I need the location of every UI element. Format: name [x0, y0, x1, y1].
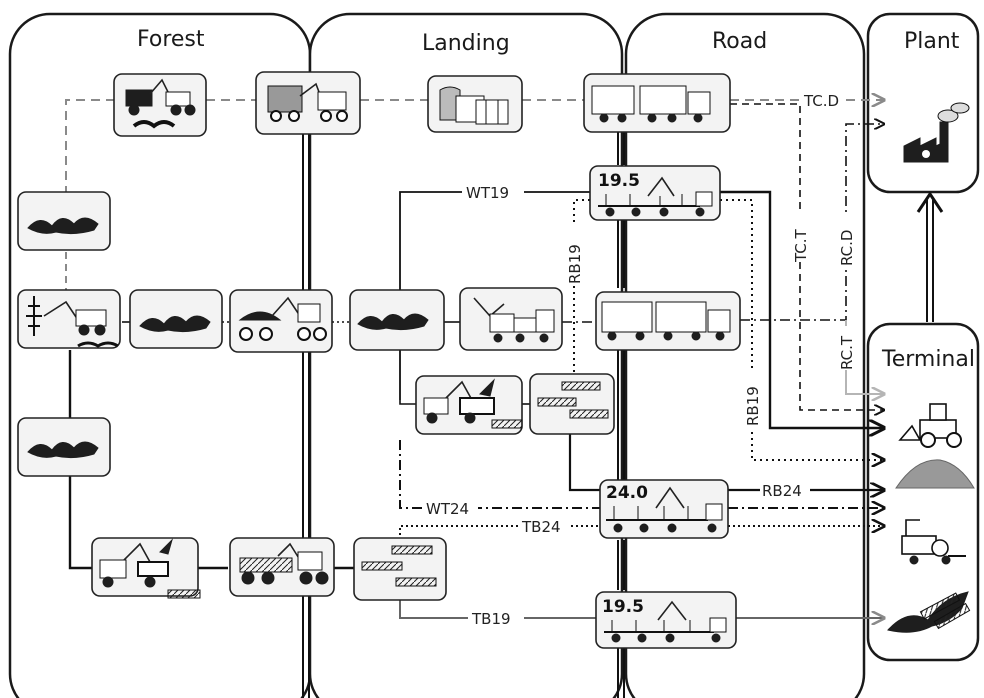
truck-badge-19-5-top: 19.5: [598, 171, 640, 191]
mobile-chipper-icon: [901, 519, 966, 565]
label-rc-d: RC.D: [838, 230, 856, 266]
label-tb24: TB24: [521, 518, 561, 536]
bundle-pile-icon: [361, 545, 437, 587]
wheel-loader-icon: [898, 403, 962, 448]
zone-plant-title: Plant: [904, 29, 960, 54]
forest-residue-pile-box-2: [129, 289, 223, 349]
forest-bundle-forwarder-box: [229, 537, 335, 597]
zone-terminal: Terminal: [866, 322, 980, 662]
chipper-truck-icon: [473, 297, 555, 343]
timber-truck-icon: [604, 600, 727, 643]
forwarder-icon: [239, 542, 329, 585]
forest-forwarder-residue-box: [229, 289, 333, 353]
zone-forest-title: Forest: [137, 27, 205, 52]
forwarder-icon: [267, 82, 348, 122]
truck-badge-19-5-bottom: 19.5: [602, 597, 644, 617]
road-container-truck-box: [583, 73, 731, 133]
label-tc-d: TC.D: [803, 92, 839, 110]
zone-landing-title: Landing: [422, 31, 510, 56]
fuel-pile-icon: [895, 459, 975, 489]
label-rb19-road: RB19: [744, 386, 762, 426]
chip-truck-icon: [601, 301, 731, 341]
factory-icon: [903, 102, 970, 163]
landing-chipper-box: [459, 287, 563, 351]
label-wt19: WT19: [466, 184, 509, 202]
label-tb19: TB19: [471, 610, 511, 628]
residue-icon: [139, 315, 211, 333]
road-chip-truck-box: [595, 291, 741, 351]
forest-residue-pile-box-3: [17, 417, 111, 477]
flow-tc-t-line: TC.T: [730, 103, 884, 410]
landing-bundler-box: [415, 375, 523, 435]
landing-containers-box: [427, 75, 523, 133]
bundle-pile-icon: [887, 591, 971, 633]
landing-bundles-box-2: [353, 537, 447, 601]
flow-tb19-line: TB19: [399, 600, 884, 628]
timber-truck-icon: [606, 486, 723, 533]
bundle-pile-icon: [537, 381, 609, 419]
label-rc-t: RC.T: [838, 335, 856, 370]
terminal-to-plant-arrow: [916, 191, 944, 322]
zone-road-title: Road: [712, 29, 767, 54]
landing-container-forwarder-box: [255, 71, 361, 135]
landing-residue-pile-box: [349, 289, 445, 351]
harvester-icon: [26, 296, 119, 348]
forest-bundler-box: [91, 537, 201, 599]
label-rb19-landing: RB19: [566, 244, 584, 284]
flow-tb24-line: TB24: [399, 516, 884, 540]
flow-rb24-line: RB24: [728, 480, 884, 500]
road-timber-truck-19-5-top-box: 19.5: [589, 165, 721, 221]
residue-icon: [357, 313, 429, 331]
flow-rc-d-line: RC.D: [740, 124, 884, 321]
label-wt24: WT24: [426, 500, 469, 518]
forest-harvester-box: [17, 289, 121, 349]
landing-bundles-box: [529, 373, 615, 435]
forwarder-icon: [238, 296, 327, 341]
road-timber-truck-19-5-bottom-box: 19.5: [595, 591, 737, 649]
landing-chip-connectors: [399, 400, 600, 492]
road-timber-truck-24-0-box: 24.0: [599, 479, 729, 539]
forest-chipping-forwarder-box: [113, 73, 207, 137]
flow-rc-t-line: RC.T: [836, 320, 884, 394]
truck-badge-24-0: 24.0: [606, 483, 648, 503]
label-tc-t: TC.T: [792, 228, 810, 263]
flow-wt24-line: WT24: [399, 440, 884, 518]
container-truck-icon: [591, 85, 711, 123]
forest-residue-pile-box-1: [17, 191, 111, 251]
zone-plant: Plant: [866, 12, 980, 194]
bundler-icon: [99, 538, 201, 599]
flow-rb19-line: RB19 RB19: [564, 199, 884, 460]
zone-terminal-title: Terminal: [881, 347, 975, 372]
residue-icon: [27, 217, 99, 235]
forwarder-icon: [125, 78, 196, 129]
flow-tc-d-label: TC.D: [803, 92, 839, 110]
label-rb24: RB24: [762, 482, 802, 500]
container-icon: [439, 86, 509, 125]
bundler-icon: [423, 378, 523, 429]
residue-icon: [27, 441, 99, 459]
timber-truck-icon: [598, 176, 713, 217]
